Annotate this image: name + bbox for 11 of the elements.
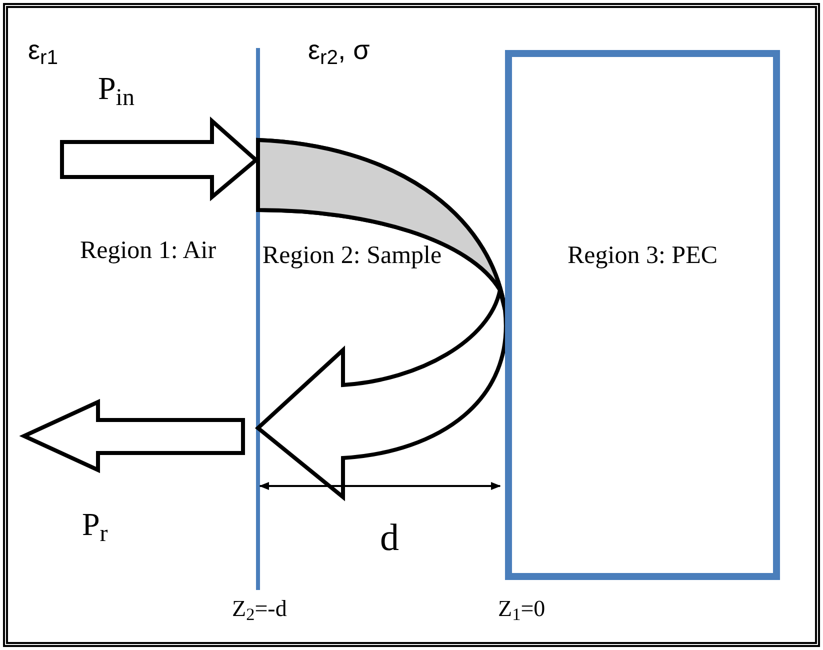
region-label: Region 3: PEC xyxy=(568,241,718,271)
text-label: Region 1: Air xyxy=(78,236,218,266)
text-label: P$_{in}$ xyxy=(98,69,136,112)
text-label: Z$_{1}$=0 xyxy=(498,595,546,626)
text-label: ε$_{r2}$, σ xyxy=(308,34,371,70)
text-label: ε$_{r1}$ xyxy=(28,34,60,70)
text-label: d xyxy=(380,516,400,561)
region-box xyxy=(505,50,780,580)
text-label: Region 2: Sample xyxy=(262,241,442,271)
text-label: P$_{r}$ xyxy=(82,505,109,548)
text-label: Z$_{2}$=-d xyxy=(232,595,288,626)
